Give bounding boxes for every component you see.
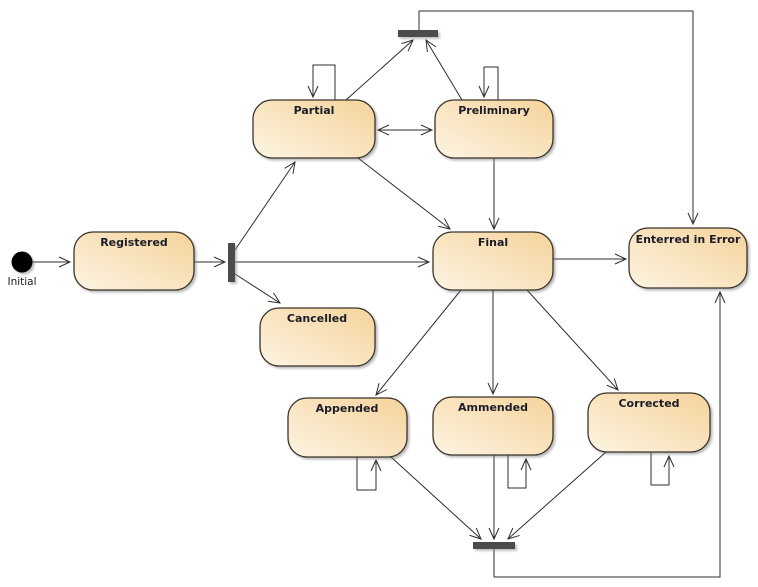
state-corrected-label: Corrected xyxy=(618,397,679,410)
fork-bar[interactable] xyxy=(228,243,235,282)
transition-bottom-join-to-entered-in-error xyxy=(493,290,726,578)
state-cancelled[interactable]: Cancelled xyxy=(259,307,376,367)
transition-fork-to-cancelled xyxy=(234,273,282,304)
state-appended[interactable]: Appended xyxy=(287,397,408,458)
state-final-shape[interactable] xyxy=(432,231,554,291)
state-ammended-shape[interactable] xyxy=(432,396,554,456)
transition-appended-to-bottom-join xyxy=(390,456,482,540)
state-partial[interactable]: Partial xyxy=(252,99,376,159)
state-final[interactable]: Final xyxy=(432,231,554,291)
initial-state[interactable]: Initial xyxy=(7,251,37,289)
state-preliminary-label: Preliminary xyxy=(458,104,530,117)
transition-preliminary-to-top-join xyxy=(425,38,463,101)
state-ammended[interactable]: Ammended xyxy=(432,396,554,456)
state-registered-shape[interactable] xyxy=(73,231,195,291)
state-partial-shape[interactable] xyxy=(252,99,376,159)
self-transition-corrected xyxy=(650,452,675,486)
initial-state-label: Initial xyxy=(7,276,36,288)
state-preliminary[interactable]: Preliminary xyxy=(434,99,554,159)
state-entered-in-error-label: Enterred in Error xyxy=(636,233,741,246)
state-final-label: Final xyxy=(478,236,508,249)
state-entered-in-error-shape[interactable] xyxy=(628,227,748,289)
transition-final-to-corrected xyxy=(526,289,619,391)
state-appended-shape[interactable] xyxy=(287,397,408,458)
transition-partial-to-final xyxy=(357,157,451,230)
state-ammended-label: Ammended xyxy=(458,401,528,414)
transition-final-to-appended xyxy=(375,289,462,396)
state-cancelled-shape[interactable] xyxy=(259,307,376,367)
state-corrected[interactable]: Corrected xyxy=(587,392,711,453)
transition-partial-to-top-join xyxy=(345,39,414,101)
state-registered-label: Registered xyxy=(100,236,168,249)
self-transition-partial xyxy=(307,64,336,100)
self-transition-appended xyxy=(356,457,382,491)
self-transition-ammended xyxy=(507,455,532,489)
transition-top-join-to-entered-in-error xyxy=(418,10,699,226)
state-corrected-shape[interactable] xyxy=(587,392,711,453)
state-appended-label: Appended xyxy=(316,402,379,415)
transition-fork-to-partial xyxy=(234,161,296,251)
state-cancelled-label: Cancelled xyxy=(287,312,347,325)
transition-corrected-to-bottom-join xyxy=(507,451,607,540)
state-preliminary-shape[interactable] xyxy=(434,99,554,159)
join-bar-bottom[interactable] xyxy=(473,542,515,549)
join-bar-top[interactable] xyxy=(398,30,438,37)
self-transition-preliminary xyxy=(478,66,499,100)
initial-state-icon[interactable] xyxy=(11,251,33,273)
state-registered[interactable]: Registered xyxy=(73,231,195,291)
state-entered-in-error[interactable]: Enterred in Error xyxy=(628,227,748,289)
state-partial-label: Partial xyxy=(294,104,335,117)
